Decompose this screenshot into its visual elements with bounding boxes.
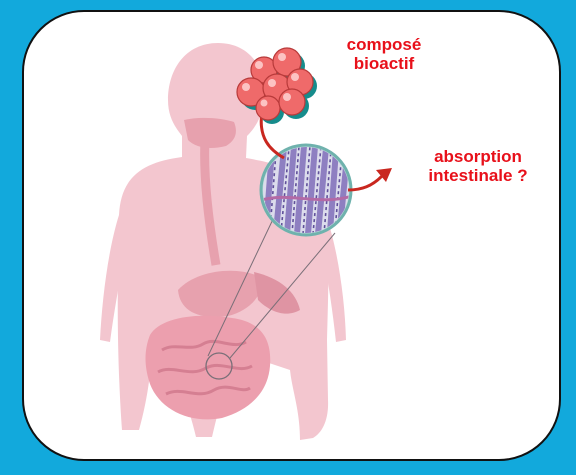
- intestine-magnifier-icon: [260, 145, 352, 237]
- absorption-label: absorption intestinale ?: [398, 147, 558, 185]
- compound-label-line2: bioactif: [326, 54, 442, 73]
- compound-label: composé bioactif: [326, 35, 442, 73]
- absorption-label-line1: absorption: [398, 147, 558, 166]
- absorption-arrow-icon: [348, 168, 392, 190]
- compound-label-line1: composé: [326, 35, 442, 54]
- absorption-label-line2: intestinale ?: [398, 166, 558, 185]
